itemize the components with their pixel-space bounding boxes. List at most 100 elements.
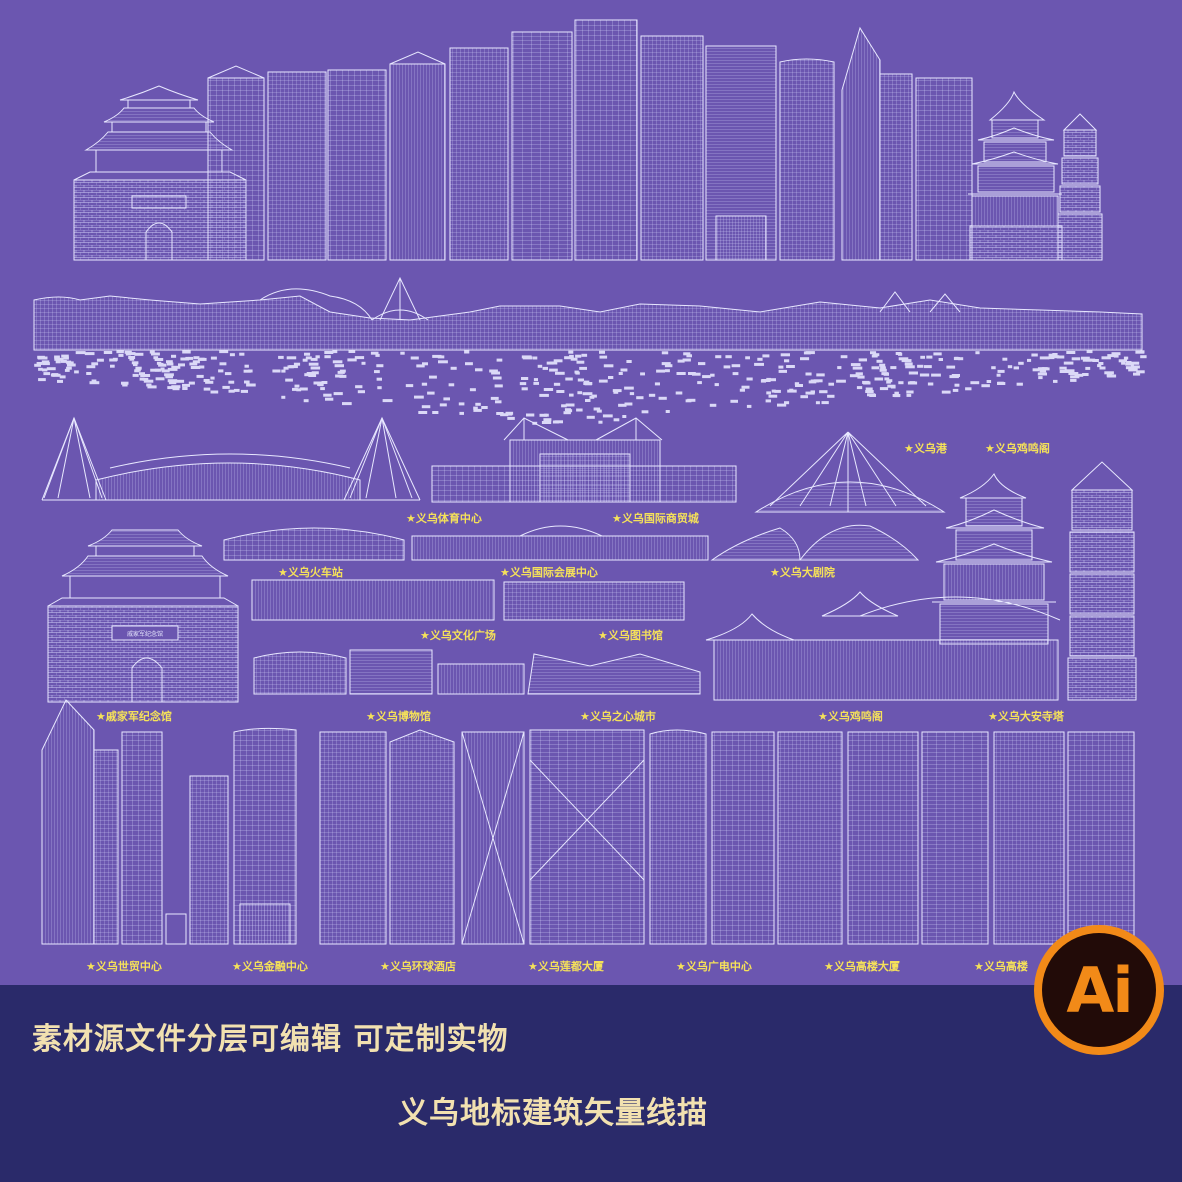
reflection-pixel [308, 362, 319, 366]
label-gaolou-cut: ★义乌高楼 [974, 960, 1028, 973]
reflection-pixel [702, 375, 711, 379]
reflection-pixel [313, 381, 324, 385]
star-icon: ★ [580, 710, 590, 723]
reflection-pixel [416, 364, 425, 368]
reflection-pixel [1074, 373, 1084, 377]
reflection-pixel [52, 373, 61, 377]
reflection-pixel [774, 389, 781, 393]
reflection-pixel [160, 367, 165, 371]
reflection-pixel [584, 380, 590, 384]
reflection-pixel [919, 373, 930, 377]
reflection-pixel [683, 352, 691, 356]
reflection-pixel [965, 387, 972, 391]
footer-title: 义乌地标建筑矢量线描 [398, 1096, 708, 1131]
row-two-landmarks [223, 524, 920, 561]
reflection-pixel [917, 364, 924, 368]
reflection-pixel [1097, 364, 1102, 368]
reflection-pixel [122, 383, 128, 387]
reflection-pixel [60, 359, 67, 363]
reflection-pixel [134, 352, 144, 356]
reflection-pixel [489, 369, 498, 373]
reflection-pixel [481, 406, 488, 409]
reflection-pixel [710, 373, 715, 377]
reflection-pixel [1066, 370, 1071, 373]
reflection-pixel [723, 365, 731, 369]
reflection-pixel [182, 387, 188, 390]
top-towers [207, 19, 973, 261]
reflection-pixel [210, 356, 217, 360]
reflection-pixel [920, 355, 925, 359]
reflection-pixel [787, 389, 797, 393]
reflection-pixel [893, 394, 900, 398]
reflection-pixel [158, 363, 167, 367]
reflection-pixel [648, 393, 656, 397]
reflection-pixel [154, 358, 164, 361]
reflection-pixel [218, 369, 224, 373]
reflection-pixel [167, 367, 178, 371]
middle-landmarks [41, 416, 1137, 701]
label-jiming-top: ★义乌鸡鸣阁 [985, 442, 1050, 455]
reflection-pixel [543, 418, 552, 422]
reflection-pixel [1032, 368, 1040, 372]
reflection-pixel [1048, 356, 1055, 360]
reflection-pixel [746, 377, 753, 381]
reflection-pixel [654, 382, 660, 386]
reflection-pixel [895, 352, 902, 355]
reflection-pixel [75, 351, 86, 355]
reflection-pixel [805, 372, 812, 376]
reflection-pixel [374, 370, 380, 374]
reflection-pixel [803, 351, 811, 355]
reflection-pixel [598, 420, 603, 424]
reflection-pixel [1098, 362, 1104, 365]
reflection-pixel [203, 387, 211, 391]
reflection-pixel [582, 392, 593, 396]
reflection-pixel [318, 383, 324, 387]
reflection-pixel [778, 369, 787, 373]
reflection-pixel [541, 421, 552, 424]
reflection-pixel [656, 369, 665, 373]
reflection-pixel [981, 384, 990, 388]
reflection-pixel [469, 388, 476, 392]
reflection-pixel [908, 371, 918, 375]
reflection-pixel [244, 364, 249, 368]
reflection-pixel [890, 366, 897, 370]
reflection-pixel [553, 359, 563, 363]
label-sports-center: ★义乌体育中心 [406, 512, 482, 525]
label-liandu-building: ★义乌莲都大厦 [528, 960, 604, 973]
reflection-pixel [38, 378, 46, 382]
reflection-pixel [863, 381, 871, 385]
reflection-pixel [86, 372, 92, 375]
reflection-pixel [543, 388, 554, 391]
reflection-pixel [1133, 372, 1141, 376]
reflection-pixel [1066, 351, 1076, 354]
reflection-pixel [1123, 356, 1129, 360]
landmark-line-art: 戚家军纪念馆 [33, 19, 1147, 945]
bottom-towers [41, 699, 1135, 945]
reflection-pixel [539, 393, 549, 397]
reflection-pixel [685, 399, 692, 403]
reflection-pixel [63, 356, 69, 360]
daan-pagoda-drawing [1067, 461, 1137, 701]
reflection-pixel [958, 357, 964, 361]
reflection-pixel [1070, 378, 1077, 382]
reflection-pixel [224, 372, 232, 376]
reflection-pixel [103, 351, 113, 354]
reflection-pixel [1140, 355, 1147, 359]
reflection-pixel [128, 356, 136, 359]
reflection-pixel [188, 356, 194, 360]
reflection-pixel [182, 350, 191, 354]
star-icon: ★ [904, 442, 914, 455]
star-icon: ★ [406, 512, 416, 525]
reflection-pixel [1107, 354, 1115, 358]
reflection-pixel [556, 390, 565, 393]
memorial-gate-drawing: 戚家军纪念馆 [47, 529, 239, 703]
reflection-pixel [677, 359, 685, 363]
reflection-pixel [533, 381, 539, 385]
reflection-pixel [786, 365, 795, 368]
reflection-pixel [1082, 358, 1092, 362]
reflection-pixel [325, 397, 334, 401]
reflection-pixel [815, 401, 820, 405]
reflection-pixel [507, 416, 515, 420]
reflection-pixel [421, 405, 431, 409]
reflection-pixel [1016, 382, 1023, 386]
